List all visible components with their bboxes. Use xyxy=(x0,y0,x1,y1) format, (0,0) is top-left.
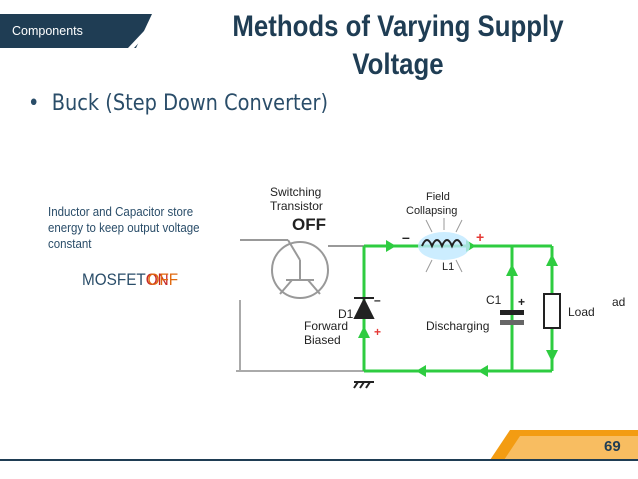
diode-label-2: Biased xyxy=(304,333,341,347)
page-number: 69 xyxy=(604,438,621,455)
slide-title: Methods of Varying Supply Voltage xyxy=(232,10,564,81)
capacitor-label: C1 xyxy=(486,293,502,307)
buck-circuit-diagram: Switching Transistor OFF Field Collapsin… xyxy=(236,185,625,389)
diode-symbol xyxy=(353,297,375,319)
capacitor-plus: + xyxy=(518,295,525,309)
transistor-symbol xyxy=(240,239,364,299)
field-lines xyxy=(425,218,463,273)
ground-symbol xyxy=(353,381,374,389)
bullet-dot: • xyxy=(28,91,52,116)
mosfet-label: MOSFET xyxy=(82,270,146,289)
capacitor-symbol xyxy=(500,310,524,325)
inductor-symbol xyxy=(421,239,463,249)
bullet-point: • Buck (Step Down Converter) xyxy=(28,91,328,116)
inductor-glow xyxy=(418,232,470,260)
field-label-1: Field xyxy=(426,191,450,203)
section-tab: Components xyxy=(0,14,128,48)
cut-off-text: ad xyxy=(612,295,625,309)
mosfet-state-off: OFF xyxy=(147,270,179,289)
explanation-note: Inductor and Capacitor store energy to k… xyxy=(48,205,200,251)
diode-minus: – xyxy=(374,293,381,307)
footer-rule xyxy=(0,459,638,461)
switch-label-1: Switching xyxy=(270,185,321,199)
diode-plus: + xyxy=(374,325,381,339)
ground-wires xyxy=(236,300,366,372)
page-number-banner xyxy=(490,430,638,460)
switch-state: OFF xyxy=(292,215,326,234)
bullet-text: Buck (Step Down Converter) xyxy=(51,91,329,116)
load-resistor xyxy=(543,293,561,329)
capacitor-state: Discharging xyxy=(426,319,489,333)
current-arrows xyxy=(358,240,558,377)
inductor-label: L1 xyxy=(442,261,454,273)
field-label-2: Collapsing xyxy=(406,205,457,217)
diode-label-1: Forward xyxy=(304,319,348,333)
switch-label-2: Transistor xyxy=(270,199,323,213)
mosfet-state-on: ON xyxy=(145,270,169,289)
diode-label: D1 xyxy=(338,307,354,321)
load-label: Load xyxy=(568,305,595,319)
inductor-minus: – xyxy=(402,229,410,245)
inductor-plus: + xyxy=(476,229,484,245)
